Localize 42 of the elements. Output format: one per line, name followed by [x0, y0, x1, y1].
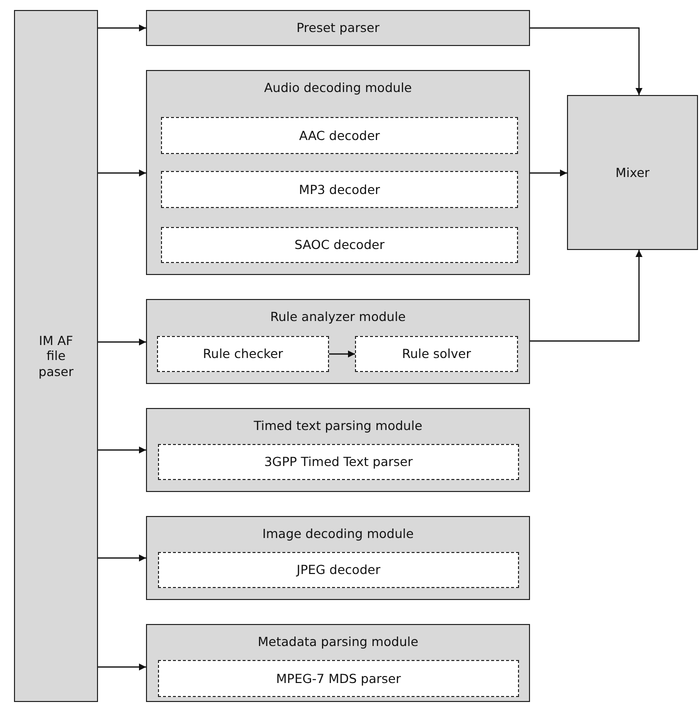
arrow — [530, 250, 642, 342]
process-box — [567, 95, 698, 250]
box-label: AAC decoder — [299, 128, 380, 144]
module-box — [146, 516, 530, 600]
arrow — [530, 170, 567, 176]
arrow — [530, 27, 642, 95]
arrow — [98, 170, 146, 176]
arrow — [98, 664, 146, 670]
box-label: 3GPP Timed Text parser — [264, 454, 413, 470]
box-label: Rule checker — [202, 346, 284, 362]
dashed-box — [157, 336, 329, 372]
module-box — [146, 408, 530, 492]
box-label: MP3 decoder — [298, 182, 380, 198]
box-label: Image decoding module — [262, 526, 414, 542]
arrow — [98, 446, 146, 454]
box-label: SAOC decoder — [294, 237, 384, 253]
module-box — [146, 70, 530, 275]
box-label: Timed text parsing module — [254, 418, 422, 434]
dashed-box — [158, 660, 519, 697]
box-label: Audio decoding module — [264, 80, 412, 96]
box-label: Preset parser — [296, 20, 380, 36]
box-label: Mixer — [615, 164, 650, 180]
dashed-box — [161, 117, 518, 154]
arrow — [98, 24, 146, 32]
box-label: JPEG decoder — [296, 562, 380, 578]
dashed-box — [161, 227, 518, 263]
box-label: MPEG-7 MDS parser — [276, 670, 401, 686]
process-box — [146, 10, 530, 46]
box-label: Rule analyzer module — [270, 309, 406, 325]
box-label: Rule solver — [402, 346, 472, 362]
arrow — [98, 338, 146, 346]
arrow — [98, 554, 146, 562]
dashed-box — [355, 336, 518, 372]
module-box — [146, 624, 530, 702]
box-label: Metadata parsing module — [258, 634, 418, 650]
dashed-box — [158, 444, 519, 480]
arrow — [329, 350, 355, 358]
dashed-box — [158, 552, 519, 588]
process-box — [14, 10, 98, 702]
module-box — [146, 299, 530, 384]
box-label: IM AF file paser — [38, 332, 74, 380]
dashed-box — [161, 171, 518, 208]
